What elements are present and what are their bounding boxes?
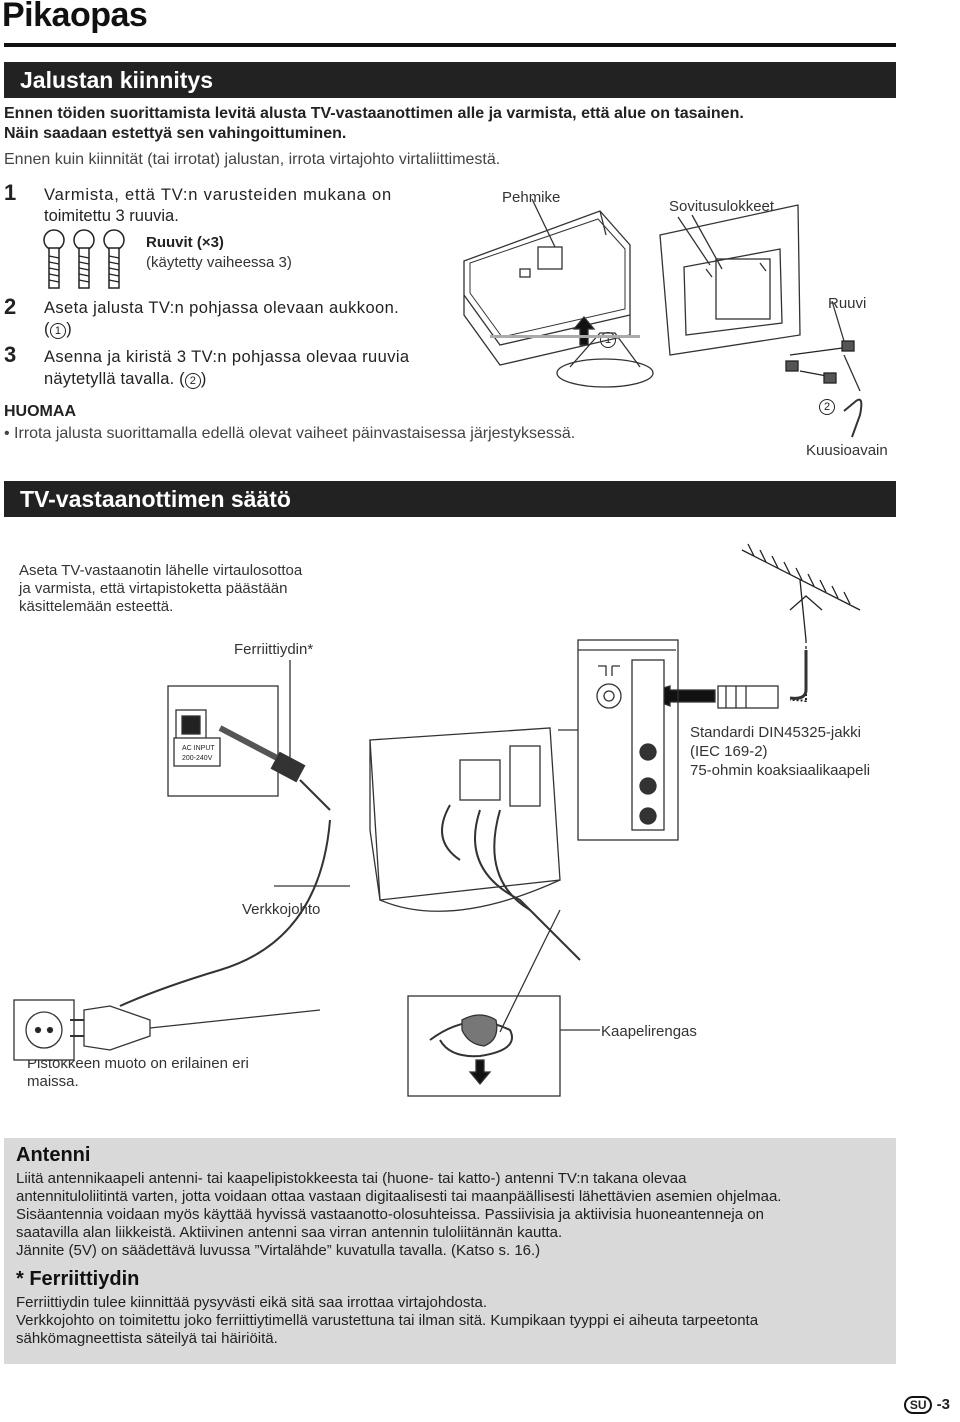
note-line: Ennen kuin kiinnität (tai irrotat) jalus… [4, 151, 501, 168]
label-kuusioavain: Kuusioavain [806, 442, 888, 459]
page-title: Pikaopas [2, 0, 148, 34]
svg-text:AC INPUT: AC INPUT [182, 745, 215, 752]
screws-label: Ruuvit (×3) [146, 234, 224, 251]
page-number: SU -3 [903, 1396, 950, 1414]
step1-line-2: toimitettu 3 ruuvia. [44, 207, 179, 225]
page-number-value: -3 [936, 1396, 950, 1413]
title-rule [4, 43, 896, 47]
antenni-line: Sisäantennia voidaan myös käyttää hyviss… [16, 1206, 764, 1223]
step2-ref: (1) [44, 320, 73, 339]
step2-number: 2 [4, 294, 17, 319]
section-heading-jalustan-kiinnitys: Jalustan kiinnitys [4, 62, 896, 98]
marker-2: 2 [819, 399, 835, 415]
language-badge: SU [903, 1396, 933, 1414]
label-din-2: (IEC 169-2) [690, 743, 768, 760]
ferriittiydin-line: Ferriittiydin tulee kiinnittää pysyvästi… [16, 1294, 488, 1311]
step3-line-1: Asenna ja kiristä 3 TV:n pohjassa olevaa… [44, 348, 410, 366]
warning-line-2: Näin saadaan estettyä sen vahingoittumin… [4, 125, 347, 142]
label-din-3: 75-ohmin koaksiaalikaapeli [690, 762, 871, 779]
label-din-1: Standardi DIN45325-jakki [690, 724, 861, 741]
antenni-line: antennituloliitintä varten, jotta voidaa… [16, 1188, 782, 1205]
huomaa-heading: HUOMAA [4, 403, 76, 420]
antenni-line: Jännite (5V) on säädettävä luvussa ”Virt… [16, 1242, 541, 1259]
screws-sublabel: (käytetty vaiheessa 3) [146, 254, 292, 271]
ac-input-label: AC INPUT 200-240V [182, 745, 215, 762]
ferriittiydin-text: Ferriittiydin tulee kiinnittää pysyvästi… [16, 1294, 758, 1348]
label-kaapelirengas: Kaapelirengas [601, 1023, 697, 1040]
ferriittiydin-heading: * Ferriittiydin [16, 1268, 140, 1290]
label-ferriittiydin: Ferriittiydin* [234, 641, 314, 658]
step3-line-2: näytetyllä tavalla. (2) [44, 370, 207, 389]
antenni-line: Liitä antennikaapeli antenni- tai kaapel… [16, 1170, 687, 1187]
label-pistoke-1: Pistokkeen muoto on erilainen eri [27, 1055, 249, 1072]
label-pehmike: Pehmike [502, 189, 561, 206]
label-ruuvi: Ruuvi [828, 295, 867, 312]
antenni-line: saatavilla alan liikkeistä. Aktiivinen a… [16, 1224, 563, 1241]
tv-connection-illustration: AC INPUT 200-240V [13, 543, 861, 1097]
stand-illustration [463, 198, 863, 438]
step1-number: 1 [4, 180, 17, 205]
ferriittiydin-line: sähkömagneettista säteilyä tai häiriöitä… [16, 1330, 278, 1347]
antenni-text: Liitä antennikaapeli antenni- tai kaapel… [16, 1170, 781, 1260]
label-pistoke-2: maissa. [27, 1073, 79, 1090]
svg-text:200-240V: 200-240V [182, 755, 213, 762]
intro-line-3: käsittelemään esteettä. [19, 598, 174, 615]
huomaa-bullet: • Irrota jalusta suorittamalla edellä ol… [4, 425, 576, 442]
label-sovitusulokkeet: Sovitusulokkeet [669, 198, 775, 215]
section-heading-tv-saato: TV-vastaanottimen säätö [4, 481, 896, 517]
intro-line-1: Aseta TV-vastaanotin lähelle virtaulosot… [19, 562, 303, 579]
info-box: Antenni Liitä antennikaapeli antenni- ta… [4, 1138, 896, 1364]
antenni-heading: Antenni [16, 1144, 91, 1166]
step1-line-1: Varmista, että TV:n varusteiden mukana o… [44, 186, 392, 204]
warning-line-1: Ennen töiden suorittamista levitä alusta… [4, 105, 744, 122]
screws-icon [43, 229, 125, 289]
ferriittiydin-line: Verkkojohto on toimitettu joko ferriitti… [16, 1312, 759, 1329]
intro-line-2: ja varmista, että virtapistoketta päästä… [19, 580, 288, 597]
step2-line-1: Aseta jalusta TV:n pohjassa olevaan aukk… [44, 299, 400, 317]
step3-number: 3 [4, 342, 17, 367]
